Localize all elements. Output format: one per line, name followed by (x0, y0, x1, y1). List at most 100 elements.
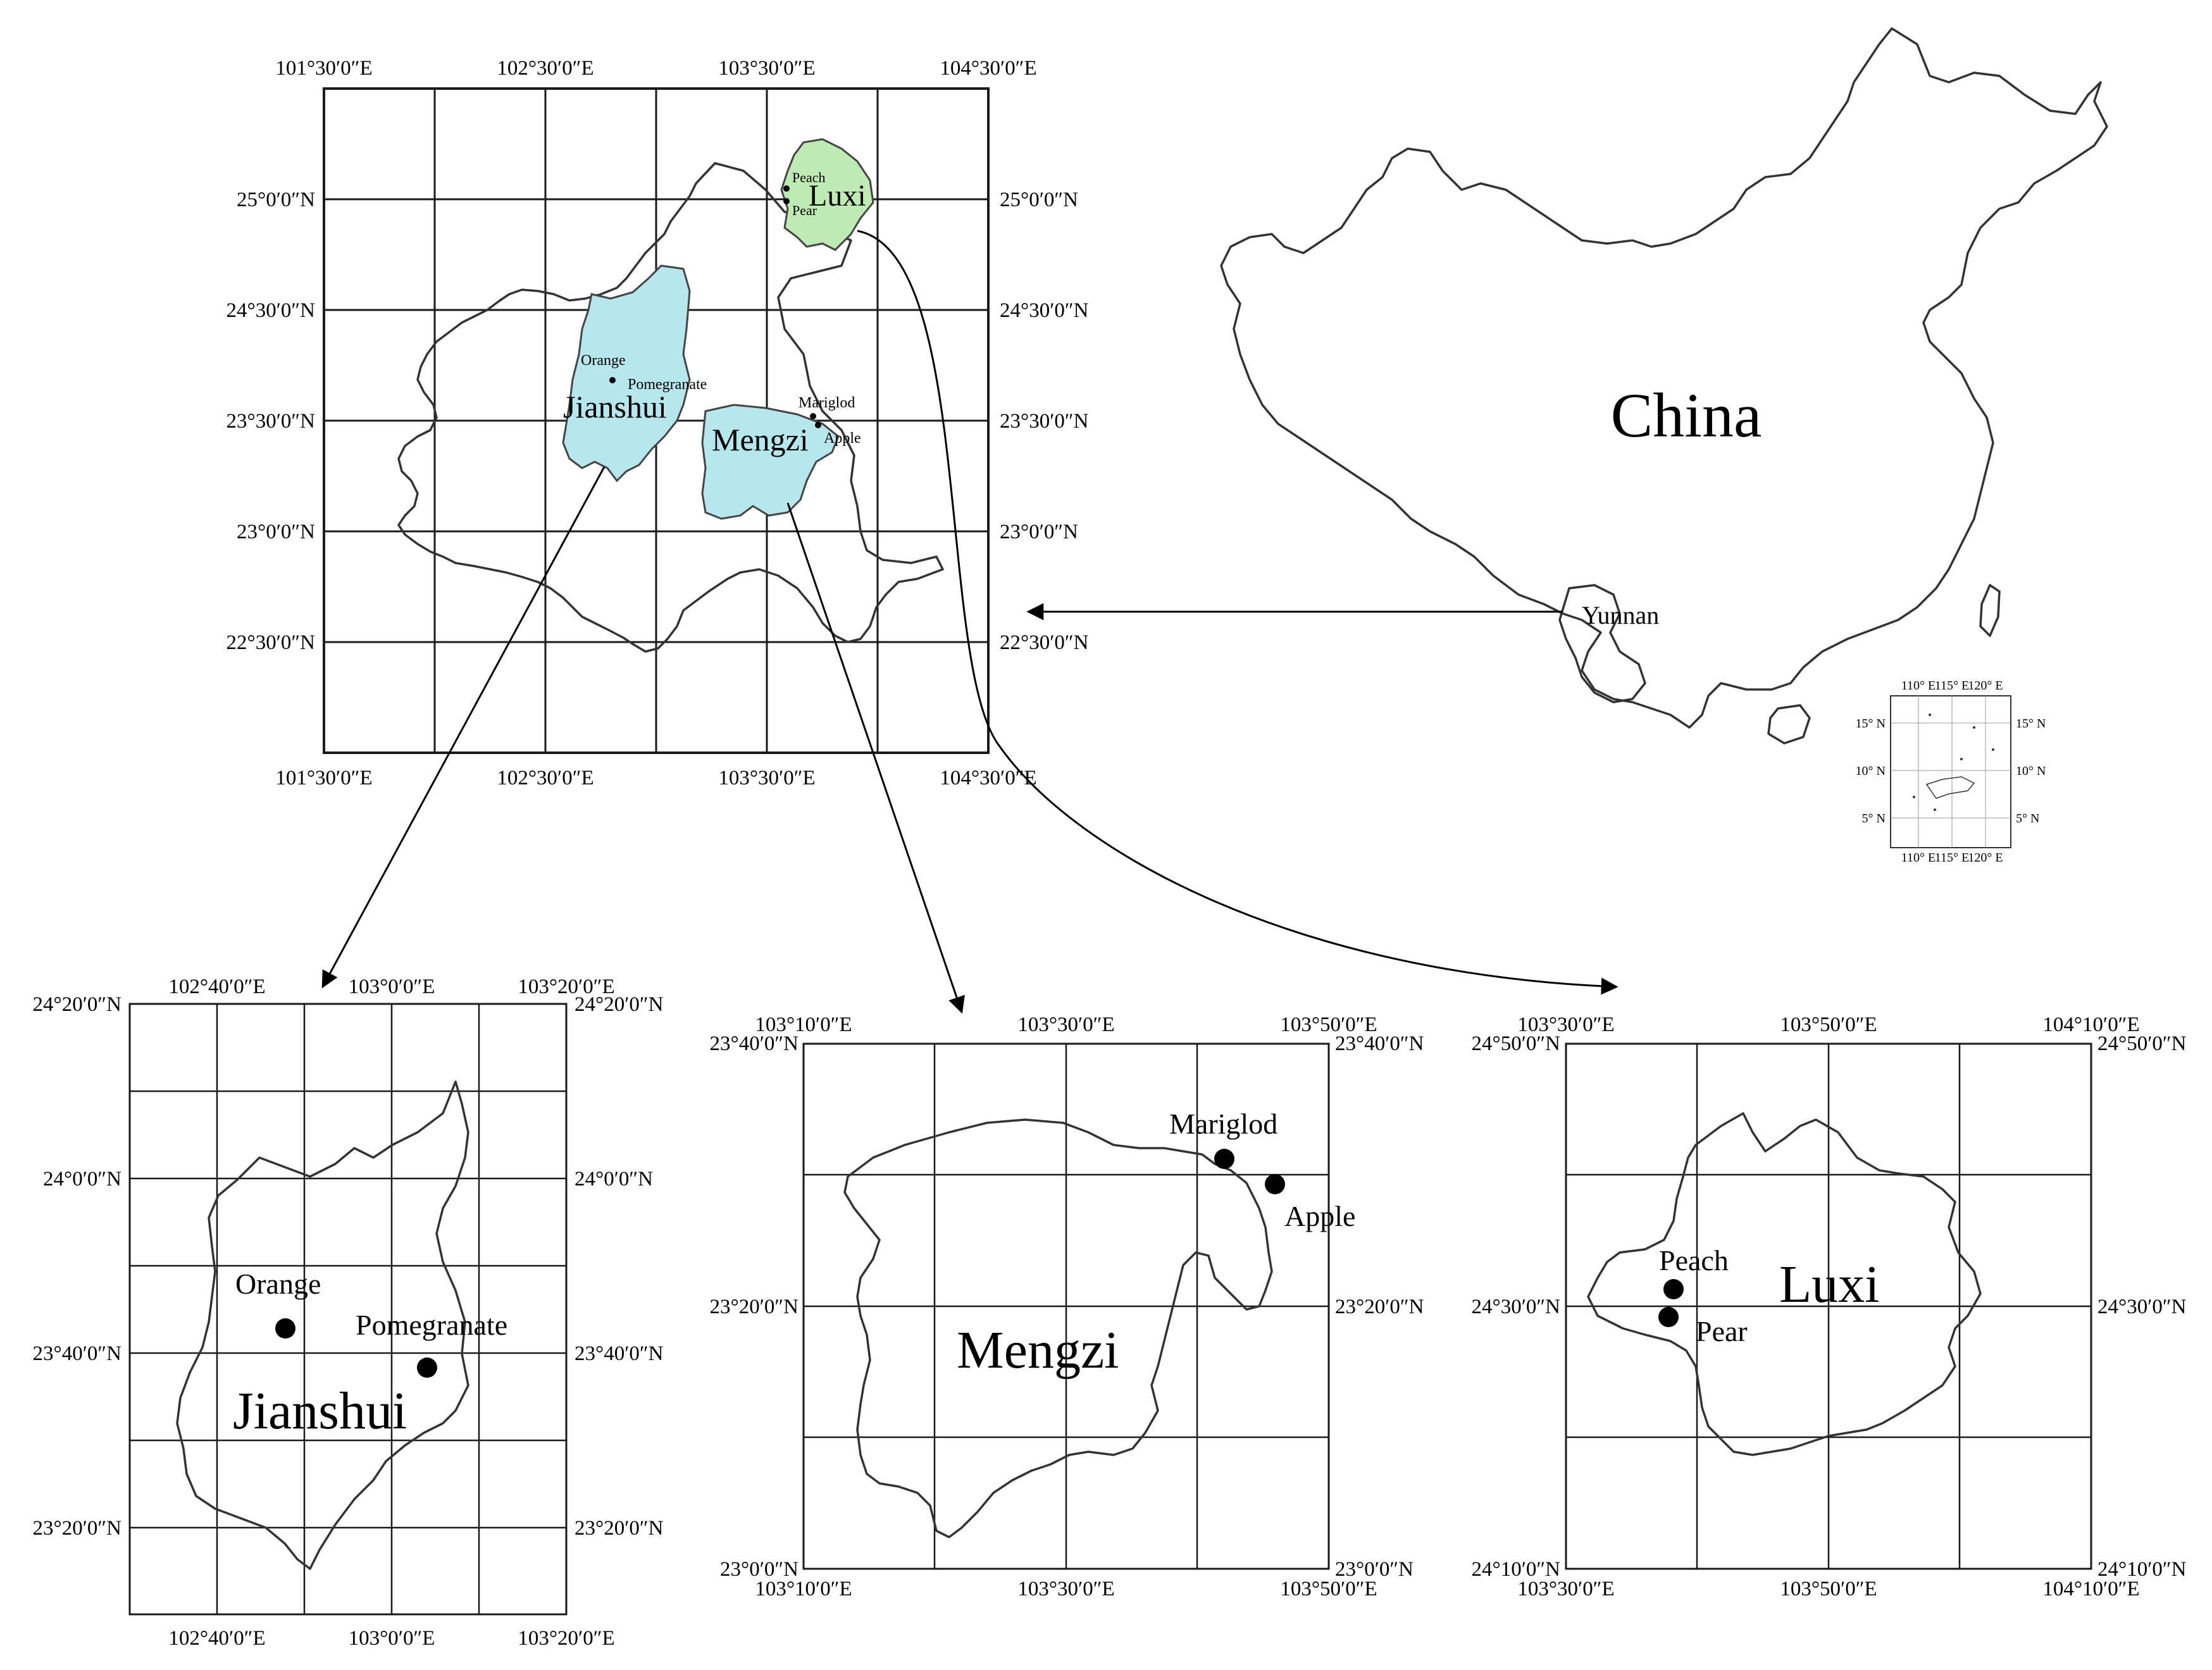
luxi-pear-dot (1658, 1307, 1679, 1327)
inset-lat-left-3: 5° N (1862, 812, 1886, 826)
luxi-lat-left-3: 24°10′0″N (1472, 1558, 1561, 1581)
jianshui-lat-left-3: 23°40′0″N (33, 1342, 122, 1365)
overview-lat-right-4: 23°0′0″N (1000, 521, 1078, 543)
mengzi-lon-bottom-3: 103°50′0″E (1280, 1578, 1377, 1600)
jianshui-lon-bottom-2: 103°0′0″E (349, 1627, 435, 1650)
overview-apple-label: Apple (824, 430, 861, 447)
overview-lon-bottom-2: 102°30′0″E (497, 767, 593, 789)
overview-peach-label: Peach (792, 170, 826, 185)
honghe-prefecture-outline (397, 162, 944, 653)
jianshui-grid (130, 1004, 566, 1614)
china-title: China (1611, 380, 1762, 450)
mengzi-lat-left-1: 23°40′0″N (710, 1032, 799, 1055)
luxi-grid (1566, 1044, 2091, 1569)
jianshui-lat-left-1: 24°20′0″N (33, 993, 122, 1016)
overview-lat-left-5: 22°30′0″N (227, 631, 316, 654)
jianshui-lon-bottom-1: 102°40′0″E (168, 1627, 265, 1650)
taiwan-outline (1979, 584, 2001, 637)
inset-lat-left-2: 10° N (1856, 764, 1886, 778)
inset-lon-top-1: 110° E (1901, 679, 1936, 693)
luxi-peach-label: Peach (1659, 1244, 1729, 1277)
mengzi-mariglod-dot (1214, 1149, 1234, 1169)
jianshui-pomegranate-dot (417, 1358, 437, 1378)
mengzi-lon-top-2: 103°30′0″E (1017, 1013, 1114, 1036)
luxi-region (780, 138, 874, 251)
inset-lat-right-2: 10° N (2016, 764, 2046, 778)
overview-pear-label: Pear (792, 202, 817, 218)
overview-lon-bottom-3: 103°30′0″E (718, 767, 815, 789)
luxi-lon-top-1: 103°30′0″E (1517, 1013, 1614, 1036)
jianshui-lat-left-2: 24°0′0″N (43, 1168, 121, 1191)
yunnan-outline (1558, 584, 1646, 703)
jianshui-map: Orange Pomegranate Jianshui 102°40′0″E 1… (33, 975, 664, 1650)
inset-lon-top-3: 120° E (1968, 679, 2003, 693)
jianshui-lon-bottom-3: 103°20′0″E (518, 1627, 614, 1650)
overview-lat-left-1: 25°0′0″N (237, 189, 315, 211)
mengzi-apple-label: Apple (1284, 1200, 1355, 1232)
inset-lon-top-2: 115° E (1935, 679, 1969, 693)
mengzi-title: Mengzi (957, 1321, 1119, 1380)
overview-pomegranate-label: Pomegranate (628, 376, 707, 393)
mengzi-region (701, 404, 840, 520)
overview-map: Orange Pomegranate Mariglod Apple Peach … (227, 57, 1089, 789)
overview-lon-top-1: 101°30′0″E (275, 57, 372, 80)
china-outline (1220, 27, 2108, 729)
jianshui-orange-label: Orange (235, 1268, 321, 1300)
mengzi-lat-right-3: 23°0′0″N (1335, 1558, 1414, 1581)
luxi-lon-top-3: 104°10′0″E (2042, 1013, 2139, 1036)
overview-lon-bottom-1: 101°30′0″E (275, 767, 372, 789)
overview-lon-top-4: 104°30′0″E (940, 57, 1036, 80)
overview-orange-dot (609, 377, 616, 383)
luxi-map: Peach Pear Luxi 103°30′0″E 103°50′0″E 10… (1472, 1013, 2187, 1600)
overview-lon-top-2: 102°30′0″E (497, 57, 593, 80)
jianshui-pomegranate-label: Pomegranate (356, 1309, 507, 1341)
jianshui-lon-top-2: 103°0′0″E (349, 975, 435, 998)
overview-lat-right-2: 24°30′0″N (1000, 299, 1089, 322)
mengzi-lat-right-2: 23°20′0″N (1335, 1296, 1424, 1318)
jianshui-lat-right-2: 24°0′0″N (575, 1168, 653, 1191)
mengzi-mariglod-label: Mariglod (1169, 1108, 1277, 1140)
inset-lon-bottom-2: 115° E (1935, 851, 1969, 865)
luxi-lat-right-1: 24°50′0″N (2097, 1032, 2187, 1055)
overview-lat-right-5: 22°30′0″N (1000, 631, 1089, 654)
mengzi-outline (843, 1118, 1273, 1538)
overview-mariglod-dot (810, 413, 816, 419)
overview-lat-left-4: 23°0′0″N (237, 521, 315, 543)
jianshui-lat-left-4: 23°20′0″N (33, 1517, 122, 1540)
mengzi-arrow (786, 502, 965, 1014)
overview-lat-right-3: 23°30′0″N (1000, 410, 1089, 433)
jianshui-lon-top-3: 103°20′0″E (518, 975, 614, 998)
luxi-lon-top-2: 103°50′0″E (1780, 1013, 1877, 1036)
luxi-outline (1587, 1112, 1982, 1456)
jianshui-lat-right-1: 24°20′0″N (575, 993, 664, 1016)
overview-lat-left-3: 23°30′0″N (227, 410, 316, 433)
luxi-lon-bottom-2: 103°50′0″E (1780, 1578, 1877, 1600)
luxi-lat-left-1: 24°50′0″N (1472, 1032, 1561, 1055)
overview-lat-left-2: 24°30′0″N (227, 299, 316, 322)
luxi-lon-bottom-3: 104°10′0″E (2042, 1578, 2139, 1600)
mengzi-lat-left-2: 23°20′0″N (710, 1296, 799, 1318)
mengzi-map: Mariglod Apple Mengzi 103°10′0″E 103°30′… (710, 1013, 1424, 1600)
jianshui-region (562, 264, 691, 483)
overview-orange-label: Orange (581, 352, 626, 369)
jianshui-arrow (321, 466, 606, 989)
overview-peach-dot (783, 185, 790, 192)
overview-pear-dot (783, 198, 790, 204)
inset-lon-bottom-3: 120° E (1968, 851, 2003, 865)
overview-lon-bottom-4: 104°30′0″E (940, 767, 1036, 789)
overview-mengzi-label: Mengzi (712, 422, 809, 457)
mengzi-lon-bottom-2: 103°30′0″E (1017, 1578, 1114, 1600)
overview-mariglod-label: Mariglod (798, 395, 855, 411)
jianshui-frame (128, 1003, 568, 1616)
luxi-lon-bottom-1: 103°30′0″E (1517, 1578, 1614, 1600)
mengzi-lon-top-1: 103°10′0″E (755, 1013, 852, 1036)
mengzi-lon-bottom-1: 103°10′0″E (755, 1578, 852, 1600)
mengzi-lat-left-3: 23°0′0″N (720, 1558, 798, 1581)
overview-luxi-label: Luxi (809, 179, 866, 213)
overview-lat-right-1: 25°0′0″N (1000, 189, 1078, 211)
luxi-arrow (857, 230, 1619, 995)
overview-jianshui-label: Jianshui (563, 389, 667, 424)
jianshui-lat-right-3: 23°40′0″N (575, 1342, 664, 1365)
overview-apple-dot (815, 422, 821, 428)
